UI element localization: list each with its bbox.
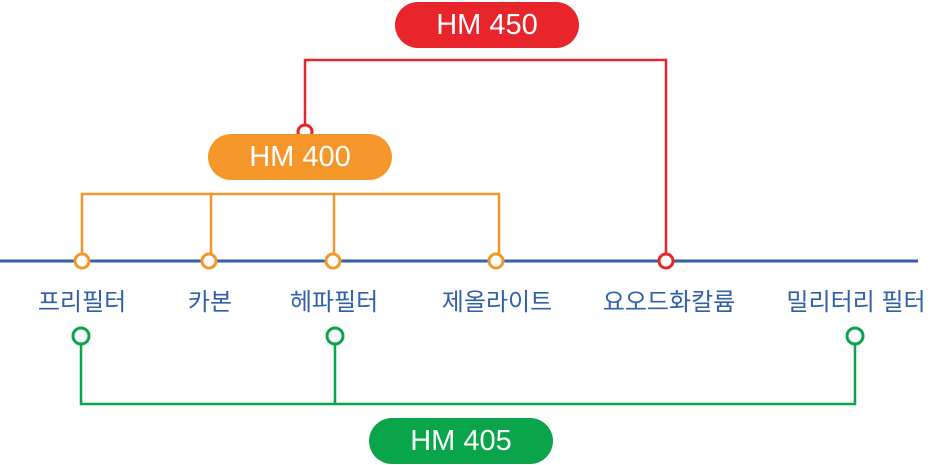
node-hepa-green xyxy=(325,326,345,346)
node-zeolite xyxy=(487,252,505,270)
hm400-badge: HM 400 xyxy=(208,134,392,180)
filter-label: 제올라이트 xyxy=(441,289,553,316)
filter-label: 카본 xyxy=(187,289,233,316)
node-prefilter xyxy=(73,252,91,270)
filter-label: 밀리터리 필터 xyxy=(786,289,926,316)
filter-label: 요오드화칼륨 xyxy=(602,289,736,316)
node-ki xyxy=(657,252,675,270)
hm450-bracket xyxy=(303,58,668,261)
node-hepa xyxy=(324,252,342,270)
filter-label: 프리필터 xyxy=(37,289,127,316)
filter-label: 헤파필터 xyxy=(289,289,379,316)
hm400-bracket xyxy=(80,192,501,261)
node-carbon xyxy=(200,252,218,270)
hm450-badge: HM 450 xyxy=(395,2,579,48)
node-prefilter-green xyxy=(71,326,91,346)
hm405-bracket xyxy=(79,336,857,406)
node-military-green xyxy=(845,326,865,346)
hm405-badge: HM 405 xyxy=(369,418,553,464)
